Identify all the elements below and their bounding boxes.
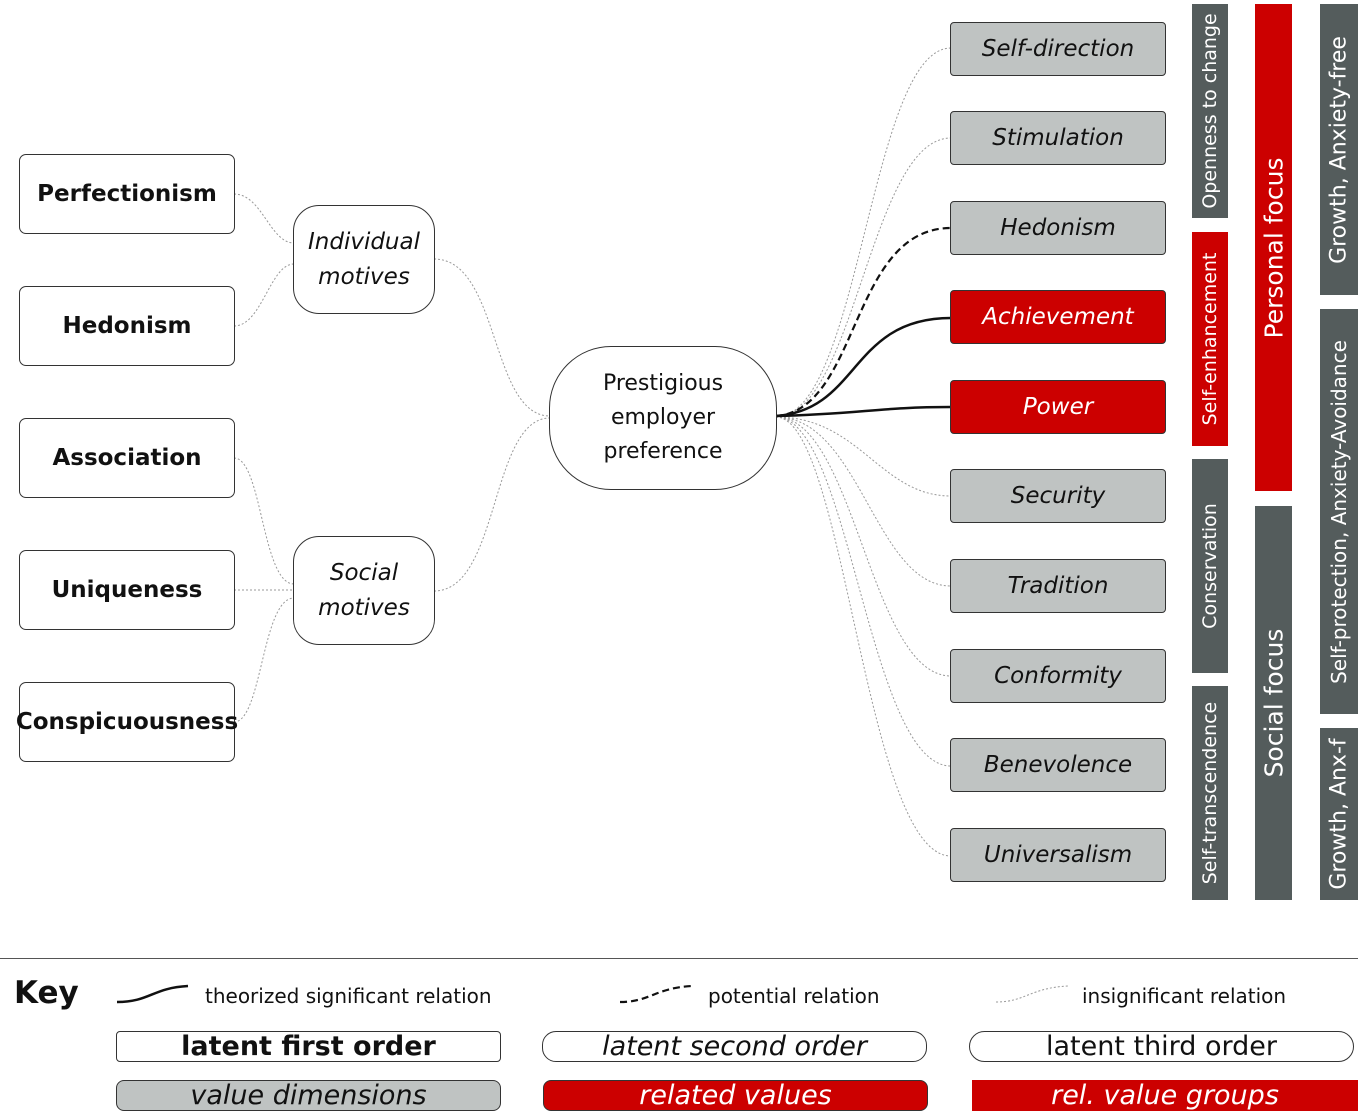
universalism-value: Universalism xyxy=(950,828,1166,882)
relation-benevolence xyxy=(775,416,952,767)
self-direction-value: Self-direction xyxy=(950,22,1166,76)
relation-association-social xyxy=(233,457,295,585)
key-latent-third-order: latent third order xyxy=(969,1031,1354,1062)
benevolence-value: Benevolence xyxy=(950,738,1166,792)
relation-social-prestige xyxy=(433,417,551,592)
conspicuousness-node: Conspicuousness xyxy=(16,682,238,762)
key-insignificant-label: insignificant relation xyxy=(1082,984,1287,1008)
hedonism-first-order-node: Hedonism xyxy=(19,286,235,366)
relation-tradition xyxy=(775,416,952,587)
security-value: Security xyxy=(950,469,1166,523)
relation-conformity xyxy=(775,416,952,677)
self-protection-anxiety-avoidance-bar: Self-protection, Anxiety-Avoidance xyxy=(1320,309,1358,714)
relation-achievement xyxy=(775,316,952,418)
social-motives-node: Social motives xyxy=(293,536,435,645)
key-divider xyxy=(0,958,1358,959)
relation-perfectionism-individual xyxy=(233,193,295,244)
personal-focus-bar: Personal focus xyxy=(1255,4,1292,491)
conservation-bar: Conservation xyxy=(1192,459,1228,673)
perfectionism-node: Perfectionism xyxy=(19,154,235,234)
relation-individual-prestige xyxy=(433,258,551,417)
relation-self-direction xyxy=(775,47,952,418)
stimulation-value: Stimulation xyxy=(950,111,1166,165)
key-significant-line-icon xyxy=(116,984,189,1004)
key-related-values: related values xyxy=(543,1080,928,1111)
key-value-dimensions: value dimensions xyxy=(116,1080,501,1111)
conformity-value: Conformity xyxy=(950,649,1166,703)
growth-anxiety-free-bar: Growth, Anxiety-free xyxy=(1320,4,1358,295)
uniqueness-node: Uniqueness xyxy=(19,550,235,630)
relation-stimulation xyxy=(775,137,952,418)
growth-anx-f-bar: Growth, Anx-f xyxy=(1320,728,1358,900)
key-latent-first-order: latent first order xyxy=(116,1031,501,1062)
openness-to-change-bar: Openness to change xyxy=(1192,4,1228,218)
relation-universalism xyxy=(775,416,952,857)
social-focus-bar: Social focus xyxy=(1255,506,1292,900)
relation-security xyxy=(775,416,952,497)
self-transcendence-bar: Self-transcendence xyxy=(1192,686,1228,900)
prestigious-employer-preference-node: Prestigious employer preference xyxy=(549,346,777,490)
hedonism-value: Hedonism xyxy=(950,201,1166,255)
key-potential-label: potential relation xyxy=(708,984,880,1008)
association-node: Association xyxy=(19,418,235,498)
key-latent-second-order: latent second order xyxy=(542,1031,927,1062)
relation-conspicuousness-social xyxy=(233,597,295,723)
key-potential-line-icon xyxy=(619,984,693,1004)
key-title: Key xyxy=(14,975,79,1011)
power-value: Power xyxy=(950,380,1166,434)
relation-hedonism-individual xyxy=(233,263,295,327)
key-significant-label: theorized significant relation xyxy=(205,984,492,1008)
individual-motives-node: Individual motives xyxy=(293,205,435,314)
relation-power xyxy=(775,405,952,418)
achievement-value: Achievement xyxy=(950,290,1166,344)
tradition-value: Tradition xyxy=(950,559,1166,613)
key-insignificant-line-icon xyxy=(995,985,1069,1003)
key-rel-value-groups: rel. value groups xyxy=(972,1080,1358,1111)
relation-hedonism-value xyxy=(775,226,952,418)
self-enhancement-bar: Self-enhancement xyxy=(1192,232,1228,446)
